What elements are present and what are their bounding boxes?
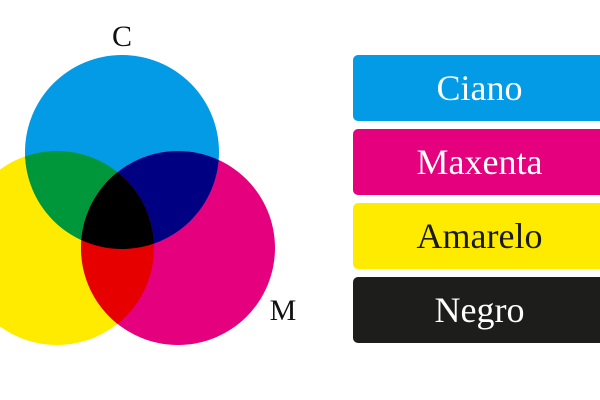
legend-label-cyan: Ciano <box>436 68 523 108</box>
legend-label-yellow: Amarelo <box>416 216 543 256</box>
legend-item-black: Negro <box>353 277 600 343</box>
legend-item-cyan: Ciano <box>353 55 600 121</box>
legend-item-magenta: Maxenta <box>353 129 600 195</box>
legend-label-black: Negro <box>434 290 525 330</box>
color-legend: Ciano Maxenta Amarelo Negro <box>353 55 600 351</box>
cyan-circle-label: C <box>112 20 132 53</box>
cmyk-venn-diagram: C M <box>0 20 297 345</box>
legend-label-magenta: Maxenta <box>416 142 543 182</box>
magenta-circle-label: M <box>270 294 297 327</box>
center-overlap <box>81 151 154 249</box>
legend-item-yellow: Amarelo <box>353 203 600 269</box>
